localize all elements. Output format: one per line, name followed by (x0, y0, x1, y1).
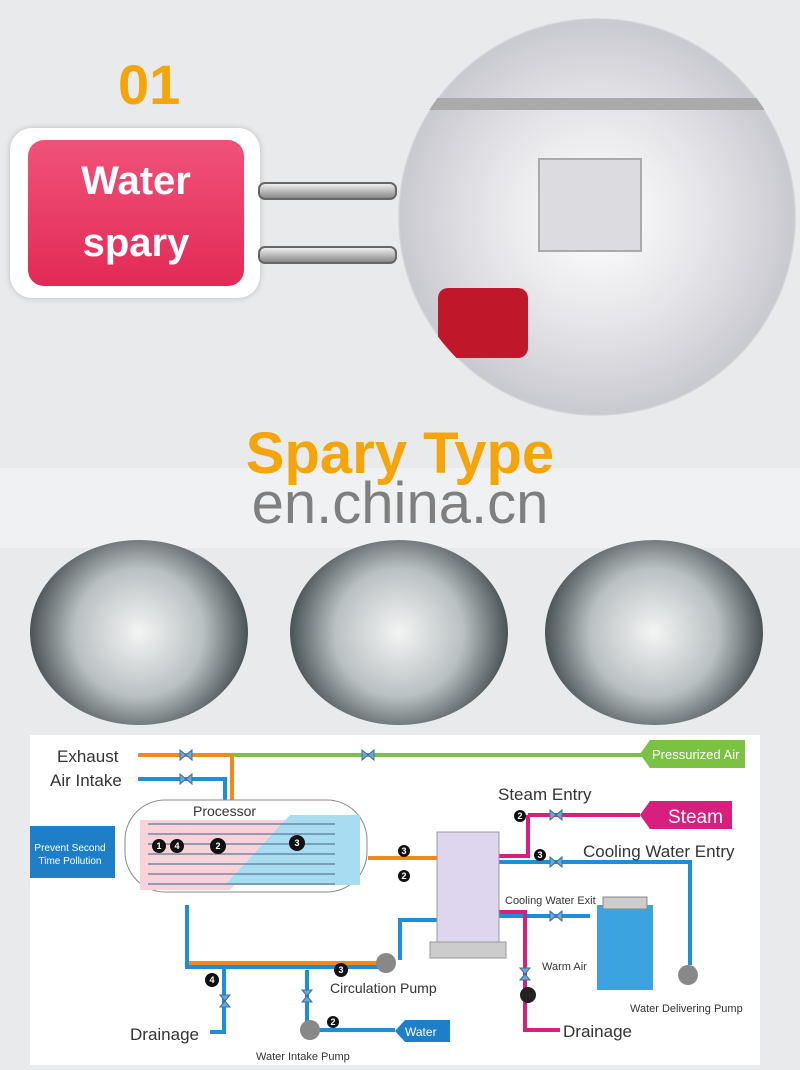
card-line-1: Water (81, 159, 191, 203)
connector-bar (258, 182, 397, 200)
steam-tag-label: Steam (668, 807, 723, 828)
steam-tag (640, 801, 732, 829)
cooling-fan (602, 896, 648, 910)
valves (179, 748, 563, 1008)
circulation-pipe-blue (185, 905, 458, 969)
watermark: en.china.cn (251, 471, 549, 536)
spray-photo-2 (290, 540, 508, 725)
spray-nozzles (148, 823, 335, 885)
zone-pink (140, 820, 290, 890)
card-line-2: spary (82, 221, 190, 265)
cooling-tower (597, 905, 653, 990)
svg-text:2: 2 (517, 811, 522, 821)
pumps (300, 953, 698, 1040)
circulation-pump-icon (376, 953, 396, 973)
svg-text:2: 2 (330, 1017, 335, 1027)
marker: 2 (210, 838, 226, 854)
marker: 2 (327, 1016, 339, 1028)
water-intake-pump-icon (300, 1020, 320, 1040)
svg-text:1: 1 (156, 841, 161, 851)
svg-text:4: 4 (174, 841, 179, 851)
heat-exchanger (436, 831, 500, 943)
cooling-water-exit-label: Cooling Water Exit (505, 895, 596, 907)
water-intake-pipe (305, 970, 395, 1032)
water-intake-pump-label: Water Intake Pump (256, 1051, 350, 1063)
cooling-water-entry-label: Cooling Water Entry (583, 842, 735, 861)
circulation-pump-label: Circulation Pump (330, 980, 437, 996)
process-diagram: Prevent Second Time Pollution Exhaust Ai… (25, 735, 760, 1065)
marker: 3 (398, 845, 410, 857)
pressurized-air-tag-label: Pressurized Air (652, 747, 740, 762)
watermark-band (0, 468, 800, 548)
connector-bar (258, 246, 397, 264)
svg-text:4: 4 (209, 975, 214, 985)
trap-icon (520, 987, 536, 1003)
step-markers: 1 4 2 3 3 2 2 3 3 4 2 (152, 810, 546, 1028)
marker: 2 (514, 810, 526, 822)
heat-exchanger-base (429, 941, 507, 959)
pipe (418, 98, 778, 110)
prevent-pollution-box (25, 826, 115, 878)
water-delivering-pump-icon (678, 965, 698, 985)
prevent-line-2: Time Pollution (39, 856, 102, 867)
svg-text:3: 3 (537, 850, 542, 860)
drainage-right-label: Drainage (563, 1022, 632, 1041)
svg-text:3: 3 (338, 965, 343, 975)
spray-photo-3 (545, 540, 763, 725)
pressurized-air-tag (640, 740, 745, 768)
svg-text:2: 2 (215, 841, 220, 851)
marker: 3 (289, 835, 305, 851)
prevent-line-1: Prevent Second (34, 843, 105, 854)
section-title: Spary Type (245, 421, 555, 486)
drainage-pipe-left (210, 967, 226, 1034)
circulation-pipe (185, 905, 385, 965)
svg-text:3: 3 (294, 838, 299, 848)
label-card: Water spary (28, 140, 244, 286)
spray-photo-1 (30, 540, 248, 725)
exhaust-label: Exhaust (57, 747, 119, 766)
marker: 3 (534, 849, 546, 861)
marker: 4 (170, 839, 184, 853)
pump-photo (438, 288, 528, 358)
svg-text:2: 2 (401, 871, 406, 881)
air-intake-label: Air Intake (50, 771, 122, 790)
drainage-left-label: Drainage (130, 1025, 199, 1044)
section-number: 01 (118, 53, 181, 116)
marker: 3 (334, 963, 348, 977)
steam-branch (490, 815, 530, 858)
processor-label: Processor (193, 803, 256, 819)
marker: 1 (152, 839, 166, 853)
control-panel (538, 158, 642, 252)
water-tag-label: Water (405, 1025, 437, 1039)
machine-photo (398, 18, 796, 416)
steam-entry-label: Steam Entry (498, 785, 592, 804)
water-delivering-pump-label: Water Delivering Pump (630, 1003, 743, 1015)
warm-air-label: Warm Air (542, 961, 587, 973)
water-tag (395, 1020, 450, 1042)
zone-blue (225, 815, 360, 885)
marker: 2 (398, 870, 410, 882)
svg-text:3: 3 (401, 846, 406, 856)
marker: 4 (205, 973, 219, 987)
